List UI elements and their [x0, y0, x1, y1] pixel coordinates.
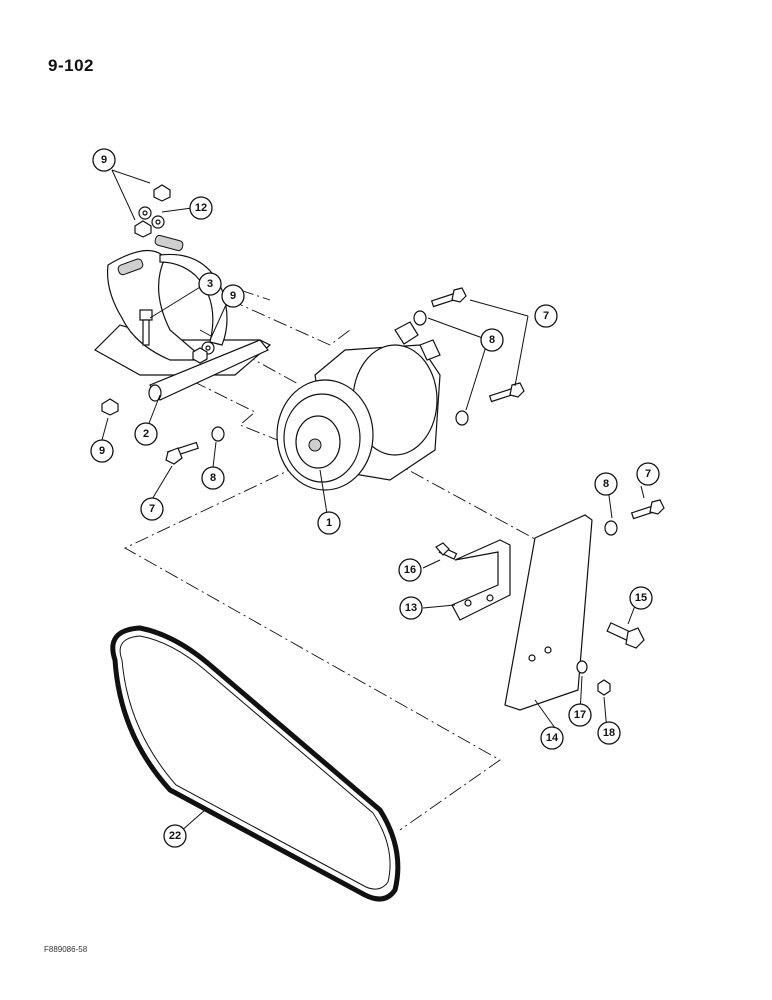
svg-text:8: 8 [603, 478, 609, 490]
callout-18: 18 [597, 721, 621, 745]
svg-text:9: 9 [230, 290, 236, 302]
callout-16: 16 [398, 558, 422, 582]
svg-text:9: 9 [99, 445, 105, 457]
callout-9c: 9 [90, 439, 114, 463]
page-number: 9-102 [48, 56, 94, 75]
bolts-and-washers-right [165, 287, 665, 536]
callout-1: 1 [317, 511, 341, 535]
svg-text:7: 7 [543, 310, 549, 322]
callout-14: 14 [540, 726, 564, 750]
callout-7a: 7 [534, 304, 558, 328]
svg-text:13: 13 [405, 602, 417, 614]
callout-12: 12 [189, 196, 213, 220]
callout-9b: 9 [221, 284, 245, 308]
v-belt [110, 625, 401, 902]
leader-lines [101, 169, 645, 833]
callout-8c: 8 [594, 472, 618, 496]
svg-text:12: 12 [195, 202, 207, 214]
callout-15: 15 [629, 586, 653, 610]
svg-text:7: 7 [149, 503, 155, 515]
figure-code: F889086-58 [44, 945, 88, 954]
callout-17: 17 [568, 703, 592, 727]
callout-7c: 7 [636, 462, 660, 486]
svg-text:1: 1 [326, 517, 332, 529]
ac-compressor [276, 321, 441, 491]
callout-3: 3 [198, 272, 222, 296]
adjuster-bracket-and-plate [435, 514, 645, 711]
callout-7b: 7 [140, 497, 164, 521]
mounting-bracket [94, 234, 272, 402]
svg-text:22: 22 [169, 830, 181, 842]
svg-text:16: 16 [404, 564, 416, 576]
callout-22: 22 [163, 824, 187, 848]
svg-text:9: 9 [101, 154, 107, 166]
callout-9a: 9 [92, 148, 116, 172]
svg-text:3: 3 [207, 278, 213, 290]
svg-text:18: 18 [603, 727, 615, 739]
svg-text:2: 2 [143, 428, 149, 440]
svg-text:15: 15 [635, 592, 647, 604]
callout-8b: 8 [201, 466, 225, 490]
svg-text:8: 8 [489, 334, 495, 346]
nuts-and-washers-upper [101, 184, 215, 416]
bolt-3 [139, 309, 153, 346]
callout-8a: 8 [480, 328, 504, 352]
svg-text:8: 8 [210, 472, 216, 484]
svg-text:7: 7 [645, 468, 651, 480]
svg-text:17: 17 [574, 709, 586, 721]
callout-2: 2 [134, 422, 158, 446]
svg-text:14: 14 [546, 732, 559, 744]
callout-13: 13 [399, 596, 423, 620]
